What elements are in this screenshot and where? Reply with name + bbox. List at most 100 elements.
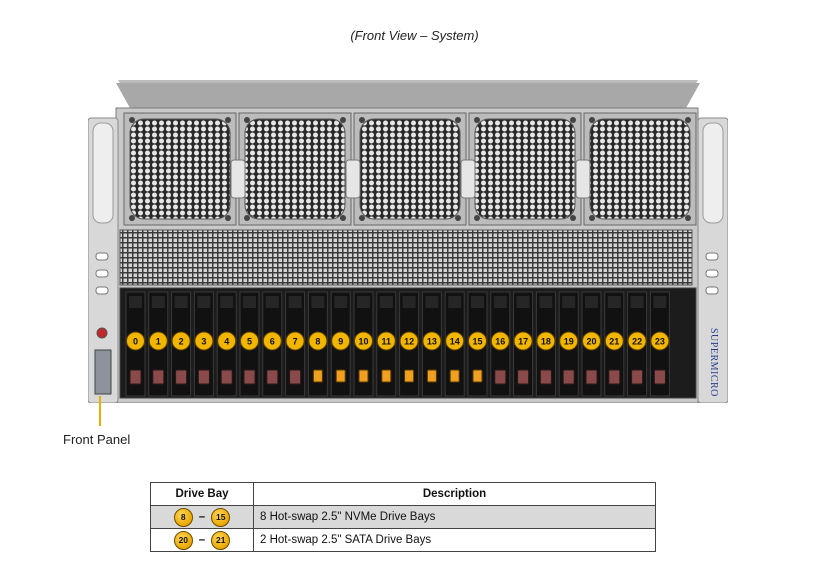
bay-number-label: 15 <box>472 337 482 347</box>
drive-bay[interactable]: 23 <box>649 291 670 397</box>
drive-latch[interactable] <box>494 369 507 385</box>
bay-number-badge <box>604 331 624 351</box>
drive-latch[interactable] <box>631 369 644 385</box>
bay-number-label: 6 <box>270 337 275 347</box>
bay-number-label: 17 <box>518 337 528 347</box>
drive-bay[interactable]: 20 <box>581 291 602 397</box>
drive-latch[interactable] <box>220 369 233 385</box>
drive-bay[interactable]: 7 <box>285 291 306 397</box>
bay-number-badge <box>262 331 282 351</box>
nvme-latch[interactable] <box>449 369 460 383</box>
brand-logo: SUPERMICRO <box>708 328 719 397</box>
bay-number-label: 21 <box>609 337 619 347</box>
drive-bay[interactable]: 13 <box>421 291 442 397</box>
bay-badge: 20 <box>173 530 193 550</box>
drive-latch[interactable] <box>585 369 598 385</box>
drive-bay[interactable]: 3 <box>193 291 214 397</box>
bay-number-label: 22 <box>632 337 642 347</box>
nvme-latch[interactable] <box>335 369 346 383</box>
fan-handle[interactable] <box>460 159 476 199</box>
drive-latch[interactable] <box>608 369 621 385</box>
drive-latch[interactable] <box>539 369 552 385</box>
drive-bay[interactable]: 18 <box>535 291 556 397</box>
bay-number-badge <box>582 331 601 351</box>
nvme-latch[interactable] <box>381 369 392 383</box>
bay-number-label: 18 <box>541 337 551 347</box>
fan-handle[interactable] <box>575 159 591 199</box>
bay-number-badge <box>331 331 351 351</box>
drive-latch[interactable] <box>289 369 302 385</box>
drive-bay[interactable]: 4 <box>216 291 237 397</box>
drive-bay[interactable]: 1 <box>148 291 169 397</box>
drive-latch[interactable] <box>653 369 666 385</box>
drive-bay[interactable]: 22 <box>627 291 648 397</box>
bay-number-badge <box>422 331 442 351</box>
fan-module <box>238 112 352 226</box>
bay-number-label: 3 <box>201 337 206 347</box>
drive-bay[interactable]: 9 <box>330 291 351 397</box>
bay-number-label: 7 <box>293 337 298 347</box>
bay-number-badge <box>194 331 214 351</box>
right-rack-ear <box>697 117 728 403</box>
drive-bay[interactable]: 17 <box>513 291 534 397</box>
fan-handle[interactable] <box>230 159 246 199</box>
figure-caption: (Front View – System) <box>350 28 479 43</box>
bay-number-badge <box>376 331 396 351</box>
bay-number-badge <box>513 331 533 351</box>
bay-number-label: 23 <box>655 337 665 347</box>
drive-latch[interactable] <box>175 369 188 385</box>
bay-number-label: 10 <box>358 337 368 347</box>
drive-bay[interactable]: 21 <box>604 291 625 397</box>
drive-bay[interactable]: 14 <box>444 291 465 397</box>
drive-latch[interactable] <box>266 369 279 385</box>
nvme-latch[interactable] <box>312 369 323 383</box>
nvme-latch[interactable] <box>426 369 437 383</box>
range-dash: – <box>198 534 206 546</box>
drive-latch[interactable] <box>129 369 142 385</box>
nvme-latch[interactable] <box>472 369 483 383</box>
fan-module <box>468 112 582 226</box>
bay-number-badge <box>445 331 465 351</box>
drive-bay[interactable]: 8 <box>307 291 328 397</box>
bay-number-badge <box>217 331 237 351</box>
bay-badge: 21 <box>211 530 231 550</box>
drive-bay[interactable]: 2 <box>171 291 192 397</box>
drive-bay[interactable]: 12 <box>399 291 420 397</box>
drive-latch[interactable] <box>517 369 530 385</box>
drive-bay[interactable]: 6 <box>262 291 283 397</box>
bay-number-label: 14 <box>450 337 460 347</box>
drive-latch[interactable] <box>243 369 256 385</box>
header-drive-bay: Drive Bay <box>150 482 254 506</box>
fan-row <box>123 112 697 226</box>
drive-bay[interactable]: 0 <box>125 291 146 397</box>
bay-number-badge <box>490 331 510 351</box>
drive-bay[interactable]: 15 <box>467 291 488 397</box>
bay-number-label: 5 <box>247 337 252 347</box>
drive-bay[interactable]: 19 <box>558 291 579 397</box>
nvme-latch[interactable] <box>404 369 415 383</box>
bay-number-label: 20 <box>586 337 596 347</box>
bay-number-label: 19 <box>564 337 574 347</box>
drive-bay[interactable]: 10 <box>353 291 374 397</box>
drive-latch[interactable] <box>562 369 575 385</box>
bay-number-badge <box>148 331 168 351</box>
legend-description: 8 Hot-swap 2.5" NVMe Drive Bays <box>253 505 656 529</box>
bay-number-label: 13 <box>427 337 437 347</box>
legend-row-sata: 20–21 2 Hot-swap 2.5" SATA Drive Bays <box>150 528 656 552</box>
bay-number-badge <box>354 331 373 351</box>
legend-description: 2 Hot-swap 2.5" SATA Drive Bays <box>253 528 656 552</box>
legend-bay-range: 8–15 <box>150 505 254 529</box>
bay-number-badge <box>171 331 191 351</box>
vent-grille <box>119 229 693 286</box>
fan-module <box>353 112 467 226</box>
drive-latch[interactable] <box>197 369 210 385</box>
drive-latch[interactable] <box>152 369 165 385</box>
nvme-latch[interactable] <box>358 369 369 383</box>
bay-number-badge <box>126 331 145 351</box>
fan-handle[interactable] <box>345 159 361 199</box>
drive-bay[interactable]: 11 <box>376 291 397 397</box>
drive-bay[interactable]: 5 <box>239 291 260 397</box>
drive-bay[interactable]: 16 <box>490 291 511 397</box>
